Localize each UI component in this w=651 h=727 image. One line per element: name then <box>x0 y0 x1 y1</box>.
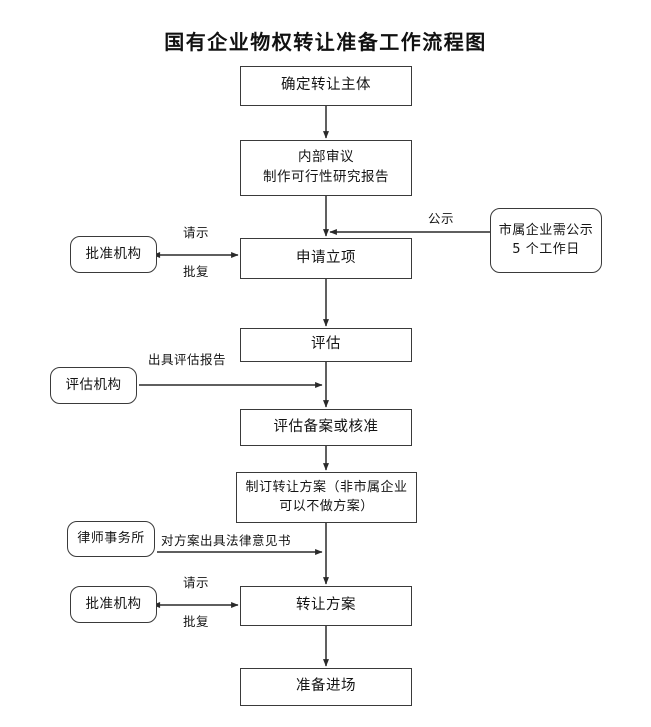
node-law-firm[interactable]: 律师事务所 <box>67 521 155 557</box>
node-label: 申请立项 <box>296 249 356 266</box>
node-label-line1: 制订转让方案（非市属企业 <box>245 479 408 495</box>
node-label-line2: 制作可行性研究报告 <box>263 169 389 185</box>
node-label: 评估机构 <box>65 376 122 393</box>
node-approval-authority-lower[interactable]: 批准机构 <box>70 586 157 623</box>
node-label-line1: 市属企业需公示 <box>498 222 594 238</box>
node-label: 批准机构 <box>85 245 142 262</box>
node-internal-review[interactable]: 内部审议 制作可行性研究报告 <box>240 140 412 196</box>
node-apply-project[interactable]: 申请立项 <box>240 238 412 279</box>
edge-label-publicity: 公示 <box>428 211 455 226</box>
node-municipal-enterprise-publicity[interactable]: 市属企业需公示 5 个工作日 <box>490 208 602 273</box>
edge-label-request-lower: 请示 <box>183 575 210 590</box>
node-label: 转让方案 <box>296 597 356 614</box>
node-prepare-entry[interactable]: 准备进场 <box>240 668 412 706</box>
node-confirm-transfer-subject[interactable]: 确定转让主体 <box>240 66 412 106</box>
node-label: 批准机构 <box>85 595 142 612</box>
node-label: 评估备案或核准 <box>273 418 379 435</box>
node-formulate-transfer-plan[interactable]: 制订转让方案（非市属企业 可以不做方案） <box>236 472 417 523</box>
edge-label-legal-opinion: 对方案出具法律意见书 <box>161 533 292 548</box>
edge-label-request-upper: 请示 <box>183 225 210 240</box>
edge-label-reply-upper: 批复 <box>183 264 210 279</box>
node-approval-authority-upper[interactable]: 批准机构 <box>70 236 157 273</box>
node-transfer-plan[interactable]: 转让方案 <box>240 586 412 626</box>
node-appraisal[interactable]: 评估 <box>240 328 412 362</box>
node-label-line1: 内部审议 <box>298 149 354 166</box>
node-label-line2: 可以不做方案） <box>279 498 374 514</box>
node-label: 确定转让主体 <box>281 77 371 94</box>
node-label-line2: 5 个工作日 <box>512 241 580 257</box>
node-label: 评估 <box>311 336 341 353</box>
edge-label-issue-appraisal-report: 出具评估报告 <box>148 352 227 367</box>
node-label: 律师事务所 <box>77 530 145 546</box>
node-appraisal-filing-or-approval[interactable]: 评估备案或核准 <box>240 409 412 446</box>
node-label: 准备进场 <box>296 678 356 695</box>
node-appraisal-agency[interactable]: 评估机构 <box>50 367 137 404</box>
page-title: 国有企业物权转让准备工作流程图 <box>164 30 487 54</box>
edge-label-reply-lower: 批复 <box>183 614 210 629</box>
